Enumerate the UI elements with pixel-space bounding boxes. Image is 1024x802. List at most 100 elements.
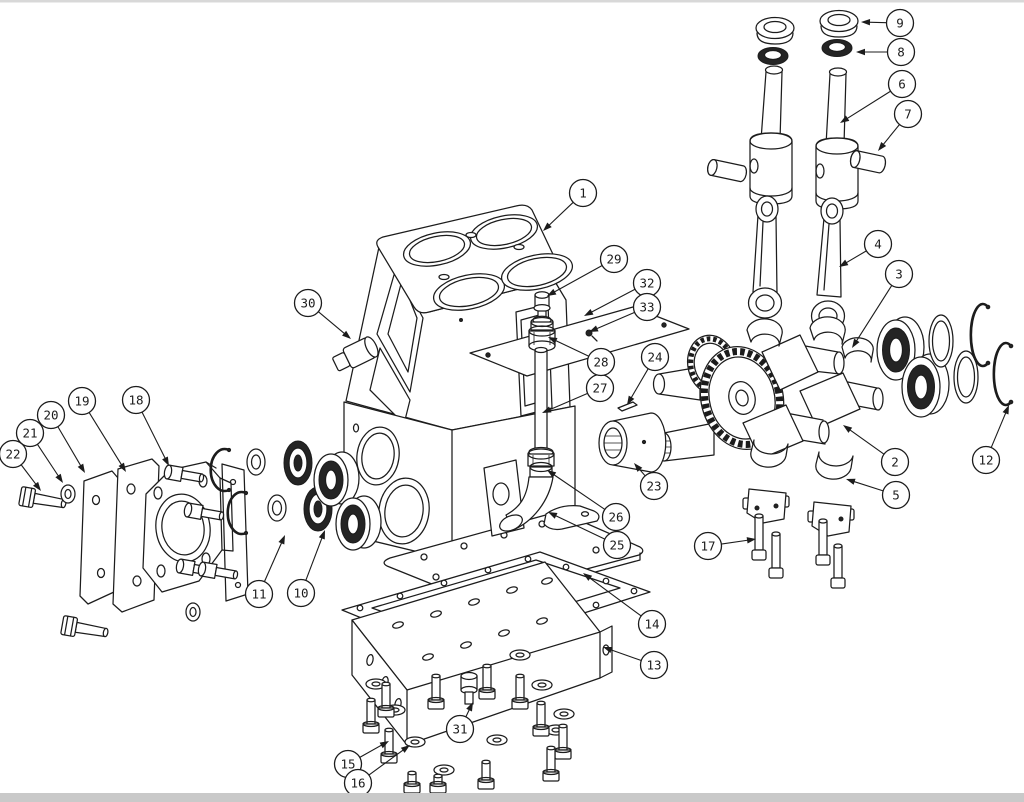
leader-arrowhead: [548, 512, 558, 519]
oil-seal-1: [283, 440, 313, 486]
leader-arrowhead: [589, 325, 599, 332]
callout-number: 27: [592, 380, 607, 395]
callout-balloon: [693, 531, 723, 561]
snap-ring-right-2: [992, 341, 1014, 407]
callout-7: 7: [878, 99, 923, 151]
leader-arrowhead: [603, 646, 613, 654]
callout-33: 33: [589, 292, 662, 332]
piston-ring-right: [821, 39, 853, 57]
leader-arrowhead: [583, 573, 593, 581]
piston-cup-seal-right: [819, 9, 859, 38]
callout-number: 16: [350, 775, 365, 790]
callout-number: 7: [904, 106, 912, 121]
callout-balloon: [601, 502, 631, 532]
callout-5: 5: [846, 478, 911, 510]
hex-bolt-left-2: [60, 615, 109, 638]
seal-washer-2: [267, 494, 287, 522]
callout-balloon: [885, 8, 915, 38]
leader-arrowhead: [839, 259, 849, 267]
leader-arrowhead: [1002, 405, 1009, 415]
cap-bolts: [751, 513, 846, 589]
piston-cup-seal-left: [755, 16, 795, 45]
leader-line: [359, 743, 385, 758]
leader-line: [847, 428, 885, 455]
callout-number: 6: [898, 76, 906, 91]
callout-number: 2: [891, 454, 899, 469]
callout-17: 17: [693, 531, 756, 561]
callout-18: 18: [121, 385, 169, 466]
callout-number: 29: [606, 251, 621, 266]
callout-number: 24: [647, 349, 662, 364]
callout-21: 21: [15, 418, 63, 483]
callout-1: 1: [543, 178, 598, 231]
ball-bearing-right-2: [901, 353, 950, 418]
callout-14: 14: [583, 573, 667, 639]
leader-arrowhead: [584, 308, 594, 316]
callout-balloon: [0, 439, 28, 469]
ball-bearing-left-1: [313, 451, 360, 507]
leader-arrowhead: [852, 338, 860, 348]
callout-balloon: [568, 178, 598, 208]
callout-29: 29: [547, 244, 629, 296]
leader-arrowhead: [278, 535, 285, 545]
callout-balloon: [293, 288, 323, 318]
leader-arrowhead: [342, 330, 351, 339]
callout-number: 8: [897, 44, 905, 59]
callout-4: 4: [839, 229, 893, 267]
callout-number: 12: [978, 452, 993, 467]
callout-balloon: [971, 445, 1001, 475]
callout-31: 31: [445, 702, 475, 744]
callout-28: 28: [548, 337, 616, 377]
callout-balloon: [67, 386, 97, 416]
piston-left: [749, 65, 793, 205]
callout-number: 25: [609, 537, 624, 552]
leader-line: [36, 443, 61, 479]
leader-line: [587, 576, 642, 617]
leader-line: [546, 201, 574, 228]
snap-ring-left-1: [209, 447, 232, 493]
callout-number: 5: [892, 487, 900, 502]
callout-30: 30: [293, 288, 351, 339]
callout-number: 20: [43, 407, 58, 422]
callout-number: 4: [874, 236, 882, 251]
side-cover-plate: [469, 306, 690, 377]
callout-11: 11: [244, 535, 285, 609]
callout-number: 15: [340, 756, 355, 771]
callout-22: 22: [0, 439, 41, 491]
callout-number: 33: [639, 299, 654, 314]
callout-25: 25: [548, 512, 632, 560]
leader-line: [844, 90, 891, 121]
leader-line: [608, 648, 642, 662]
callout-number: 14: [644, 616, 659, 631]
callout-balloon: [121, 385, 151, 415]
bearing-washer-2: [953, 350, 979, 404]
piston-ring-left: [757, 47, 789, 65]
callout-number: 32: [639, 275, 654, 290]
bottom-bar: [0, 793, 1024, 802]
leader-arrowhead: [840, 115, 850, 123]
connecting-rod-left: [747, 195, 783, 319]
callout-20: 20: [36, 400, 85, 473]
callout-number: 22: [5, 446, 20, 461]
leader-line: [854, 285, 893, 344]
callout-balloon: [586, 347, 616, 377]
ball-bearing-left-2: [335, 495, 382, 551]
leader-arrowhead: [77, 463, 85, 473]
callout-balloon: [880, 447, 910, 477]
leader-line: [553, 514, 606, 540]
leader-line: [843, 250, 867, 265]
callout-balloon: [893, 99, 923, 129]
wrist-pin-right: [849, 150, 887, 174]
leader-line: [629, 368, 649, 401]
callout-balloon: [640, 342, 670, 372]
elbow-fitting: [499, 446, 555, 532]
callout-balloon: [599, 244, 629, 274]
callout-8: 8: [856, 37, 916, 67]
leader-arrowhead: [547, 288, 557, 296]
leader-arrowhead: [400, 745, 410, 753]
snap-ring-left-2: [226, 490, 249, 536]
leader-arrowhead: [856, 48, 865, 56]
tube-bracket: [543, 505, 600, 531]
seal-washer-1: [246, 448, 266, 476]
